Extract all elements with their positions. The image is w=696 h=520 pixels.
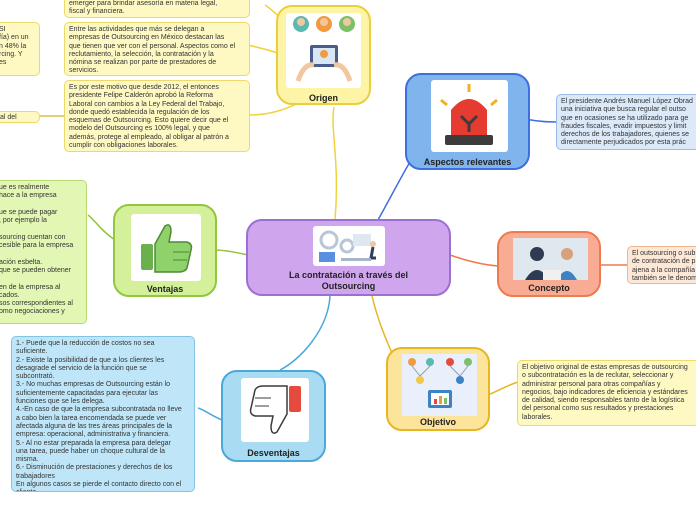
desventajas-note: 1.- Puede que la reducción de costos no … — [11, 336, 195, 492]
network-icon — [402, 354, 477, 416]
people-icon — [286, 13, 361, 88]
branch-ventajas[interactable]: Ventajas — [113, 204, 217, 297]
branch-aspectos[interactable]: Aspectos relevantes — [405, 73, 530, 170]
origen-note-reform: Es por este motivo que desde 2012, el en… — [64, 80, 250, 152]
interview-icon — [513, 238, 588, 280]
thumbs-down-icon — [241, 378, 309, 442]
concepto-note: El outsourcing o sub de contratación de … — [627, 246, 696, 284]
objetivo-note: El objetivo original de estas empresas d… — [517, 360, 696, 426]
branch-objetivo-label: Objetivo — [419, 417, 456, 427]
siren-icon — [431, 80, 508, 152]
origen-note-tag: al del Trabajo — [0, 111, 40, 123]
branch-desventajas[interactable]: Desventajas — [221, 370, 326, 462]
aspectos-note: El presidente Andrés Manuel López Obrad … — [556, 94, 696, 150]
central-topic[interactable]: La contratación a través del Outsourcing — [246, 219, 451, 296]
origen-note-activities: Entre las actividades que más se delegan… — [64, 22, 250, 76]
origen-note-left: SI fía) en un n 48% la rcing. Y es — [0, 22, 40, 76]
branch-objetivo[interactable]: Objetivo — [386, 347, 490, 431]
ventajas-note: ue es realmente hace a la empresa ue se … — [0, 180, 87, 324]
branch-aspectos-label: Aspectos relevantes — [423, 157, 512, 167]
central-title: La contratación a través del Outsourcing — [288, 270, 409, 291]
branch-concepto-label: Concepto — [528, 283, 570, 293]
branch-desventajas-label: Desventajas — [247, 448, 300, 458]
branch-origen[interactable]: Origen — [276, 5, 371, 105]
thumbs-up-icon — [131, 214, 201, 281]
branch-ventajas-label: Ventajas — [146, 284, 184, 294]
branch-concepto[interactable]: Concepto — [497, 231, 601, 297]
origen-note-top: emerger para brindar asesoría en materia… — [64, 0, 250, 18]
outsourcing-illustration — [313, 226, 385, 266]
branch-origen-label: Origen — [308, 93, 338, 103]
